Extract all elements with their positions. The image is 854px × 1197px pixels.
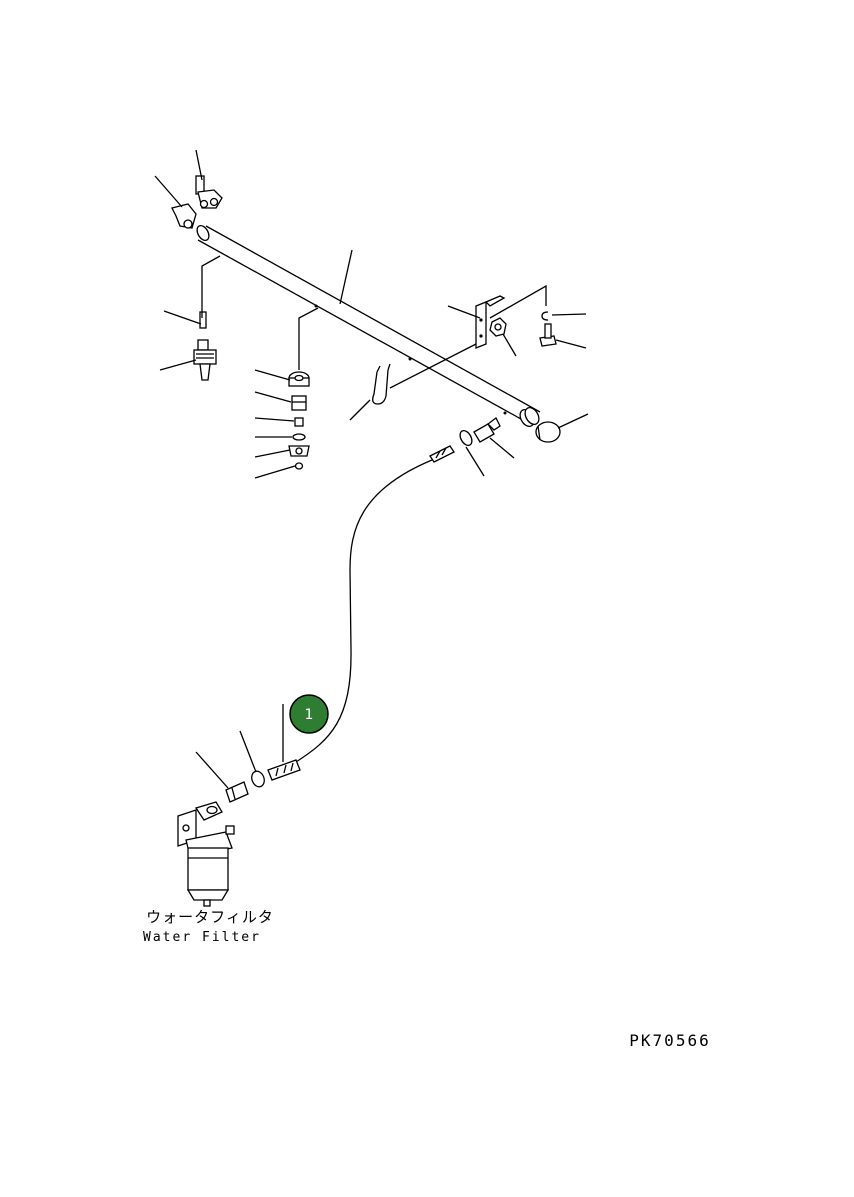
lower-clamp [251,770,265,788]
clip [541,311,549,321]
u-bolt [372,363,391,405]
callout-1-circle [289,694,329,734]
leader-lines [154,149,589,789]
lower-hose-end [267,759,301,781]
callout-1-number: 1 [305,707,314,723]
drawing-number: PK70566 [629,1031,710,1050]
water-filter [177,801,235,907]
pin [199,311,207,329]
upper-hose-end [429,445,455,463]
upper-connector [473,417,501,443]
valve [193,339,217,381]
callout-1[interactable]: 1 [289,694,329,734]
elbow-fitting-right [195,175,223,209]
bracket [475,295,506,349]
water-filter-label-jp: ウォータフィルタ [146,908,274,926]
lower-connector [225,781,249,803]
nut [489,317,507,337]
fitting-stack [288,371,310,470]
upper-clamp [459,429,473,447]
elbow-fitting-left [171,203,197,229]
water-filter-label-en: Water Filter [143,930,261,945]
cap [535,421,561,443]
bolt [539,323,557,347]
main-pipe [196,224,541,428]
hose [295,459,433,763]
